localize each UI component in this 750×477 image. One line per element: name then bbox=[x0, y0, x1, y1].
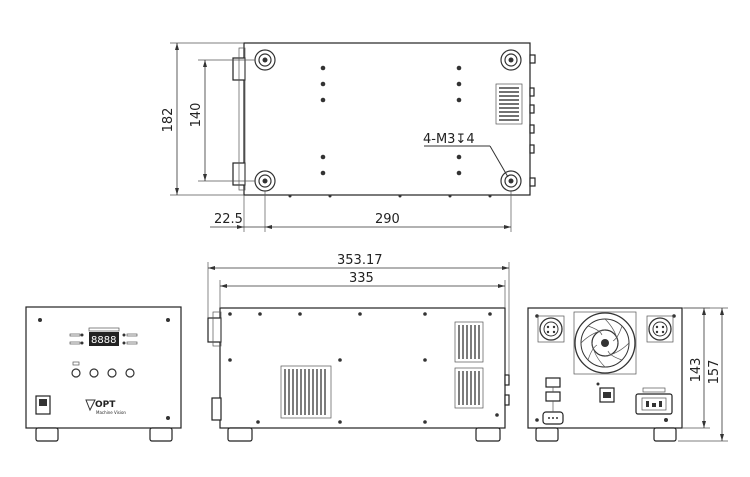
dim-143-label: 143 bbox=[689, 358, 704, 383]
dim-143: 143 bbox=[682, 307, 710, 429]
dim-353-17: 353.17 bbox=[207, 253, 510, 375]
rear-fan bbox=[573, 311, 637, 375]
side-foot-left bbox=[227, 427, 253, 442]
side-vent-left bbox=[280, 365, 332, 419]
front-view-body bbox=[25, 306, 182, 429]
dim-22-5: 22.5 bbox=[210, 191, 272, 232]
dim-335: 335 bbox=[219, 271, 506, 308]
front-brand: OPT bbox=[95, 400, 116, 410]
dim-182: 182 bbox=[161, 42, 244, 196]
side-foot-right bbox=[475, 427, 501, 442]
top-edge-dots bbox=[288, 194, 492, 198]
side-vent-right-lower bbox=[454, 367, 484, 409]
front-foot-right bbox=[149, 427, 173, 442]
rear-foot-left bbox=[535, 427, 559, 442]
side-front-connector bbox=[207, 317, 222, 343]
top-vent-slots bbox=[495, 83, 523, 125]
svg-text:8888: 8888 bbox=[91, 335, 116, 346]
dim-290-label: 290 bbox=[375, 212, 400, 227]
mount-hole-tl bbox=[254, 49, 276, 71]
front-view: 8888 OPT Machine Vision bbox=[25, 306, 182, 442]
side-handle bbox=[211, 397, 222, 421]
top-right-tabs bbox=[529, 54, 536, 187]
front-foot-left bbox=[35, 427, 59, 442]
front-knobs bbox=[71, 361, 135, 378]
dim-353-17-label: 353.17 bbox=[337, 253, 383, 268]
dim-157-label: 157 bbox=[707, 360, 722, 385]
dim-140: 140 bbox=[189, 59, 255, 182]
front-display bbox=[89, 332, 119, 346]
rear-foot-right bbox=[653, 427, 677, 442]
dim-335-label: 335 bbox=[349, 271, 374, 286]
side-vent-right-upper bbox=[454, 321, 484, 363]
rear-connector-right bbox=[646, 315, 674, 343]
dim-290: 290 bbox=[265, 191, 512, 232]
rear-power-inlet bbox=[635, 387, 673, 422]
mount-hole-tr bbox=[500, 49, 522, 71]
front-brand-sub: Machine Vision bbox=[96, 410, 126, 415]
rear-usb-port bbox=[596, 382, 615, 403]
dim-182-label: 182 bbox=[161, 108, 176, 133]
side-screw-dots bbox=[228, 312, 499, 424]
dim-157: 157 bbox=[678, 307, 728, 442]
dim-22-5-label: 22.5 bbox=[214, 212, 243, 227]
front-logo: OPT Machine Vision bbox=[85, 399, 126, 415]
rear-port-stack bbox=[542, 377, 564, 425]
top-view: 4-M3↧4 182 140 22.5 bbox=[161, 42, 536, 232]
dim-140-label: 140 bbox=[189, 103, 204, 128]
top-screw-dots bbox=[320, 65, 462, 176]
mount-hole-callout: 4-M3↧4 bbox=[423, 132, 475, 147]
top-left-flange bbox=[238, 47, 246, 191]
top-view-body bbox=[243, 42, 531, 196]
rear-view: 143 157 bbox=[527, 307, 728, 442]
rear-connector-left bbox=[537, 315, 565, 343]
side-view: 353.17 335 bbox=[207, 253, 510, 442]
